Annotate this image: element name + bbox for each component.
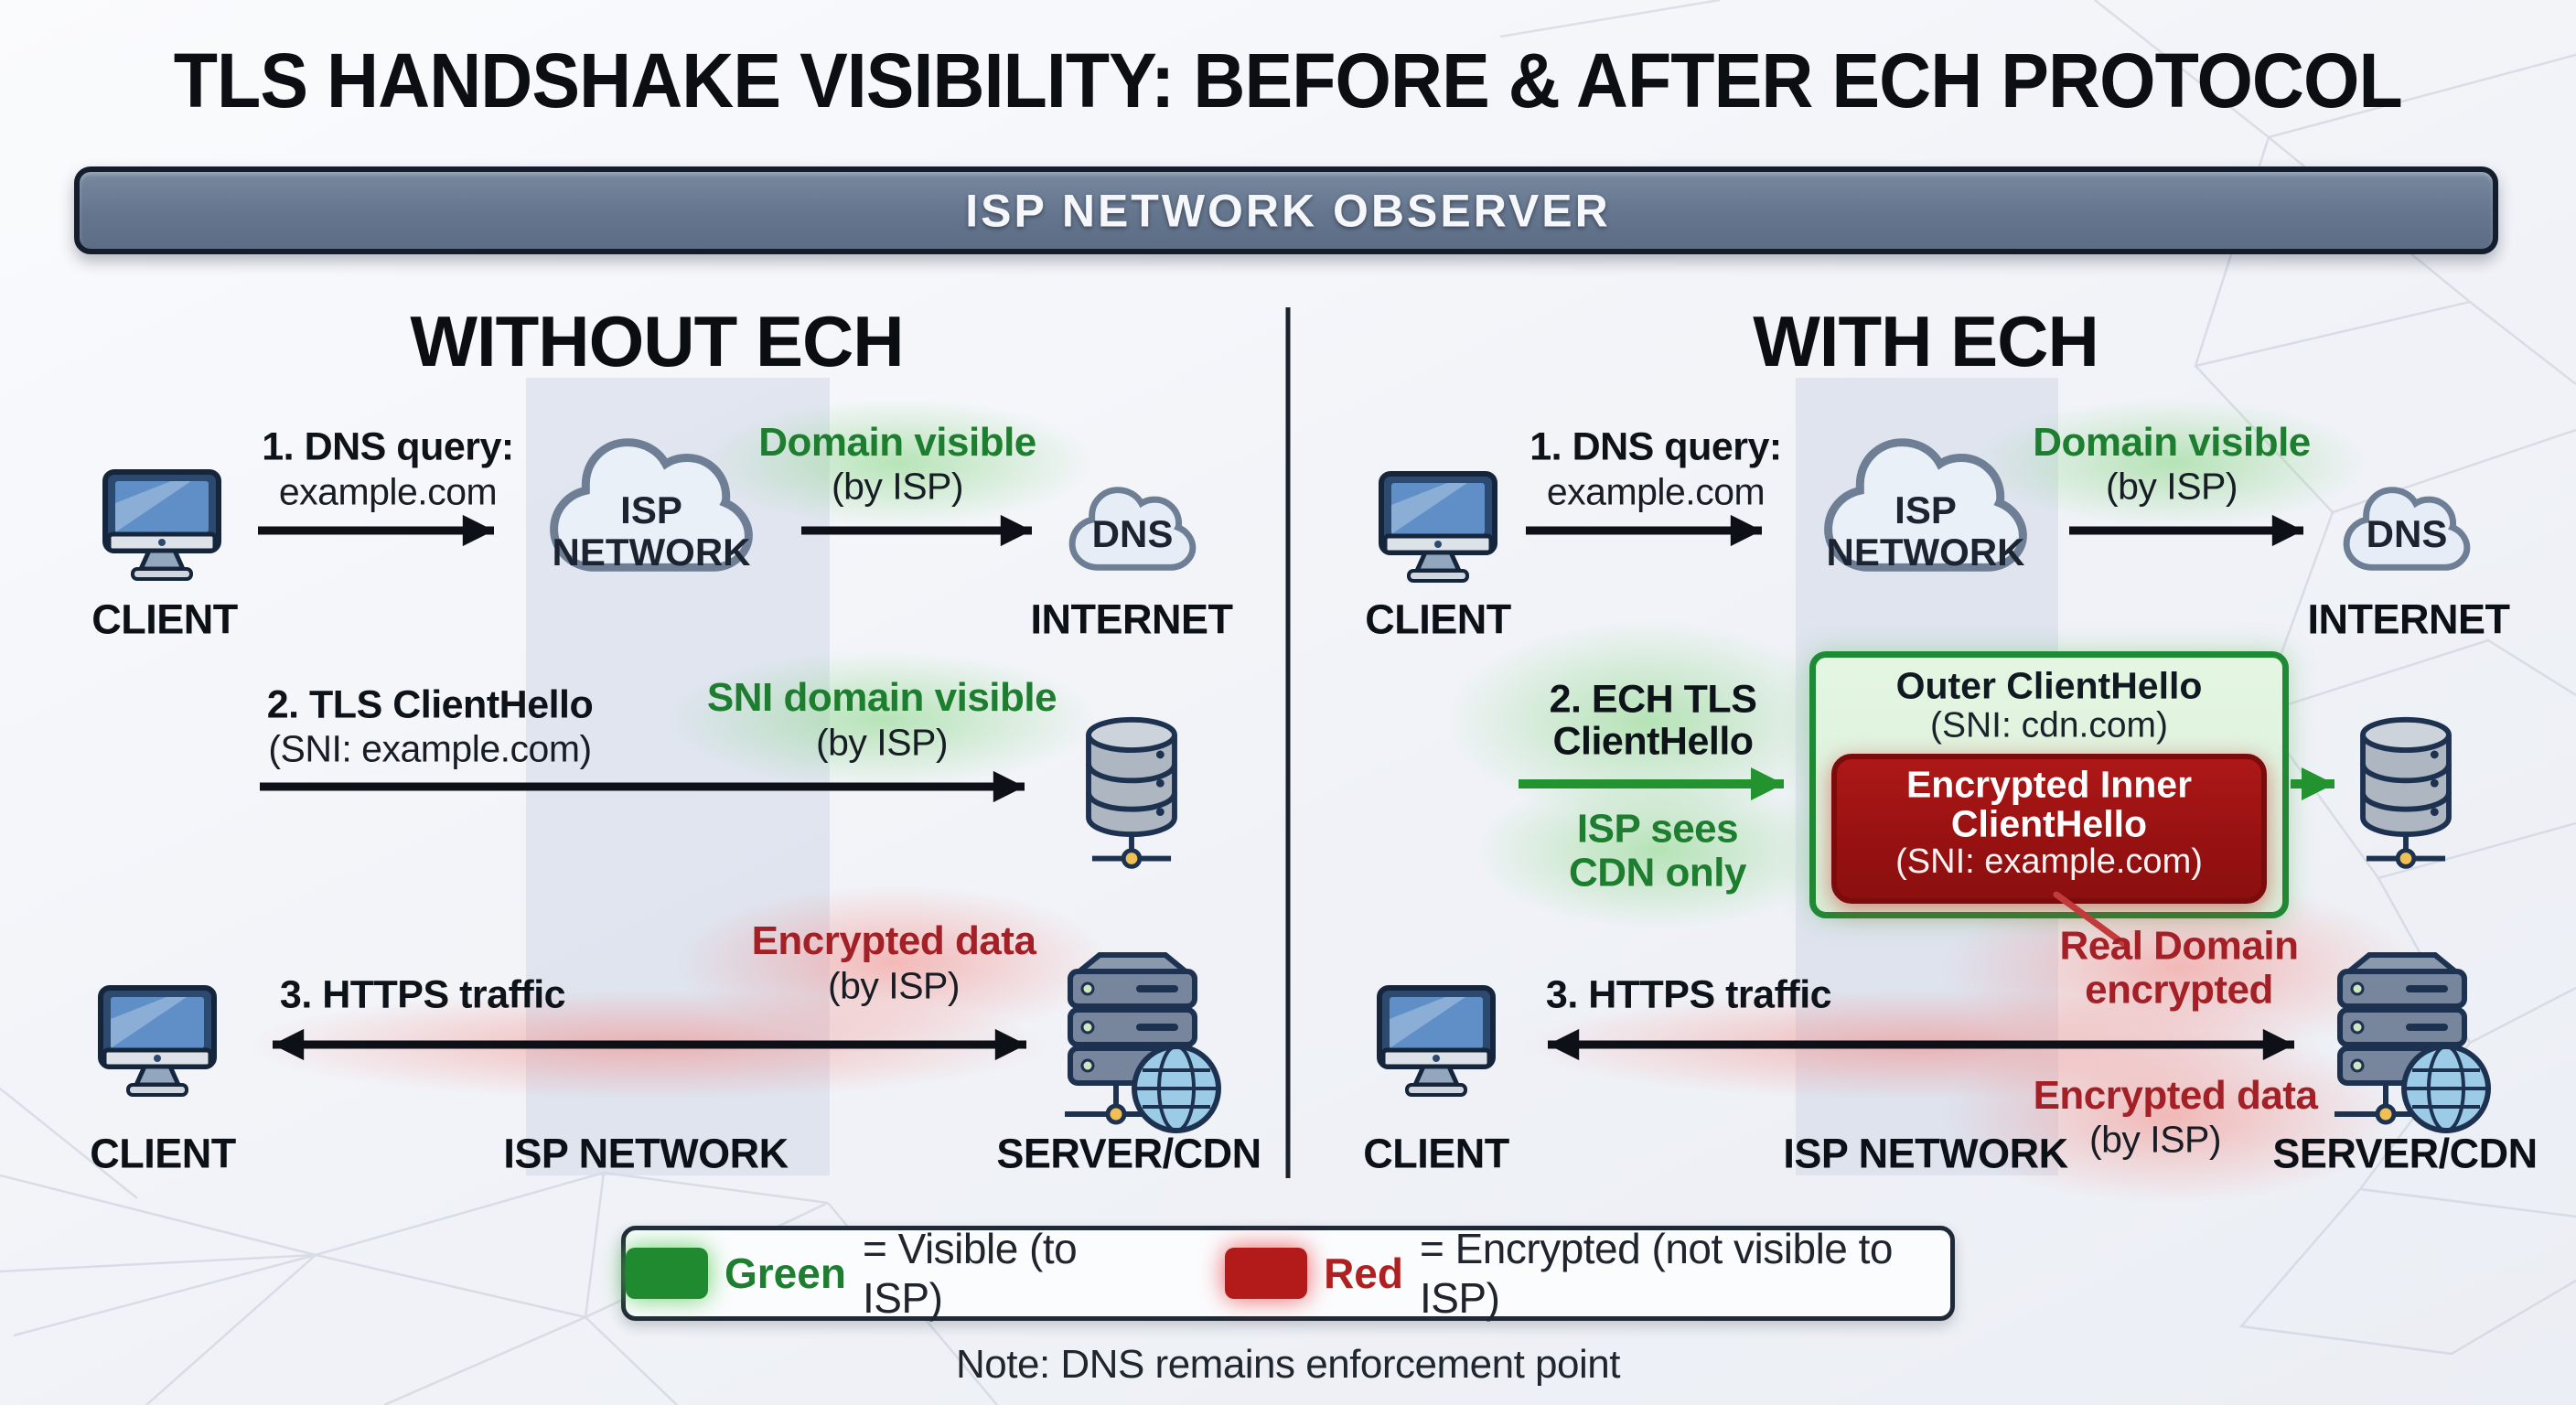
database-server-icon [2360,716,2452,869]
right-panel-header: WITH ECH [1753,301,2099,382]
left-row1-client-label: CLIENT [91,595,238,643]
right-row3-client-label: CLIENT [1363,1130,1509,1177]
real-domain-callout: Real Domain encrypted [2059,923,2299,1012]
left-row3-status: Encrypted data [751,917,1036,963]
client-monitor-icon [1379,471,1497,583]
cdn-server-globe-icon [1065,952,1221,1133]
right-server-cdn-label: SERVER/CDN [2272,1130,2538,1177]
right-dns-cloud-label: DNS [2366,511,2448,555]
right-row1-status-sub: (by ISP) [2105,465,2238,508]
left-row2-status: SNI domain visible [706,674,1057,720]
left-panel-header: WITHOUT ECH [410,301,904,382]
right-step2-label: 2. ECH TLS ClientHello [1549,677,1757,764]
right-internet-label: INTERNET [2307,595,2511,643]
left-row3-status-sub: (by ISP) [827,964,961,1007]
inner-clienthello-sni: (SNI: example.com) [1895,842,2203,882]
legend-red-swatch [1225,1248,1308,1299]
outer-clienthello-title: Outer ClientHello [1895,664,2203,707]
observer-banner-label: ISP NETWORK OBSERVER [965,185,1611,237]
inner-clienthello-line2: ClientHello [1950,802,2148,845]
left-internet-label: INTERNET [1030,595,1234,643]
left-step1-domain: example.com [278,470,498,513]
legend-green-swatch [626,1248,708,1299]
left-server-cdn-label: SERVER/CDN [996,1130,1261,1177]
right-row1-status: Domain visible [2033,419,2311,465]
left-step2-sni: (SNI: example.com) [268,727,592,770]
client-monitor-icon [102,469,221,581]
client-monitor-icon [1377,985,1496,1097]
right-isp-network-label: ISP NETWORK [1783,1130,2068,1177]
right-step1-label: 1. DNS query: [1530,424,1782,469]
left-step2-label: 2. TLS ClientHello [266,682,594,727]
observer-banner [74,166,2498,254]
left-step3-label: 3. HTTPS traffic [279,972,566,1017]
legend-red-desc: = Encrypted (not visible to ISP) [1419,1225,1894,1322]
right-row3-status-sub: (by ISP) [2088,1118,2222,1161]
encrypted-inner-clienthello-box [1831,754,2267,904]
legend: Green = Visible (to ISP) Red = Encrypted… [621,1225,1955,1322]
dns-cloud-icon [1068,487,1197,571]
left-step1-label: 1. DNS query: [262,424,514,469]
cdn-server-globe-icon [2334,952,2491,1133]
left-isp-cloud-label: ISP NETWORK [552,488,751,574]
right-isp-cloud-label: ISP NETWORK [1826,488,2025,574]
dns-cloud-icon [2343,487,2471,571]
left-row1-status-sub: (by ISP) [831,465,964,508]
legend-red-label: Red [1324,1249,1403,1297]
right-step1-domain: example.com [1546,470,1766,513]
database-server-icon [1086,716,1177,869]
isp-cloud-icon [1824,438,2027,572]
right-row3-status: Encrypted data [2033,1072,2318,1118]
footnote: Note: DNS remains enforcement point [956,1341,1620,1387]
left-dns-cloud-label: DNS [1091,511,1174,555]
right-isp-sees-label: ISP sees CDN only [1569,806,1747,895]
right-step3-label: 3. HTTPS traffic [1545,972,1832,1017]
inner-clienthello-line1: Encrypted Inner [1905,763,2193,806]
client-monitor-icon [98,985,217,1097]
page-title: TLS HANDSHAKE VISIBILITY: BEFORE & AFTER… [173,38,2403,123]
left-isp-network-label: ISP NETWORK [503,1130,789,1177]
right-row1-client-label: CLIENT [1365,595,1511,643]
legend-green-label: Green [724,1249,846,1297]
left-row2-status-sub: (by ISP) [815,721,949,764]
left-row3-client-label: CLIENT [90,1130,236,1177]
outer-clienthello-sni: (SNI: cdn.com) [1929,705,2169,745]
isp-cloud-icon [550,438,753,572]
legend-green-desc: = Visible (to ISP) [862,1225,1078,1322]
left-row1-status: Domain visible [758,419,1036,465]
